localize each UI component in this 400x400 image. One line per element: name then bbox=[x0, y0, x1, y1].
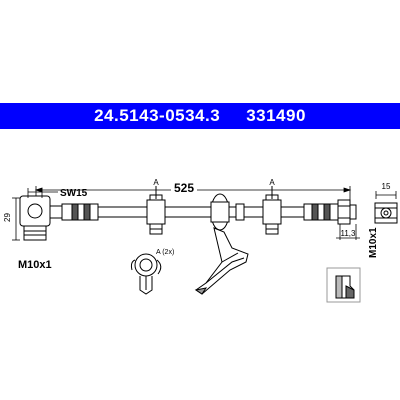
left-ferrule bbox=[61, 203, 99, 221]
reference-number: 331490 bbox=[246, 106, 306, 125]
right-hex-nut bbox=[337, 199, 357, 225]
clip-left bbox=[146, 194, 166, 235]
right-ferrule bbox=[303, 203, 339, 221]
mounting-bracket bbox=[194, 193, 249, 295]
part-number: 24.5143-0534.3 bbox=[94, 106, 221, 125]
clip-detail bbox=[130, 253, 162, 295]
part-number-banner: 24.5143-0534.3 331490 bbox=[0, 103, 400, 129]
height-dimension bbox=[12, 197, 20, 241]
section-marker-1: A bbox=[153, 178, 159, 187]
detail-label: A (2x) bbox=[156, 249, 174, 256]
wrench-size-label: SW15 bbox=[60, 188, 88, 199]
thread-label-right: M10x1 bbox=[368, 227, 379, 258]
wrench-dimension bbox=[27, 188, 58, 198]
offset-dimension bbox=[336, 224, 360, 240]
height-label: 29 bbox=[3, 213, 12, 222]
offset-label: 11,3 bbox=[341, 229, 357, 238]
left-banjo-fitting bbox=[19, 195, 63, 241]
flare-section bbox=[326, 267, 361, 303]
section-marker-2: A bbox=[269, 178, 275, 187]
length-label-bg bbox=[171, 181, 197, 193]
length-label: 525 bbox=[174, 181, 194, 195]
thread-label-left: M10x1 bbox=[18, 259, 52, 271]
end-view bbox=[374, 191, 398, 224]
width-label-right: 15 bbox=[382, 182, 391, 191]
clip-right bbox=[262, 194, 282, 235]
